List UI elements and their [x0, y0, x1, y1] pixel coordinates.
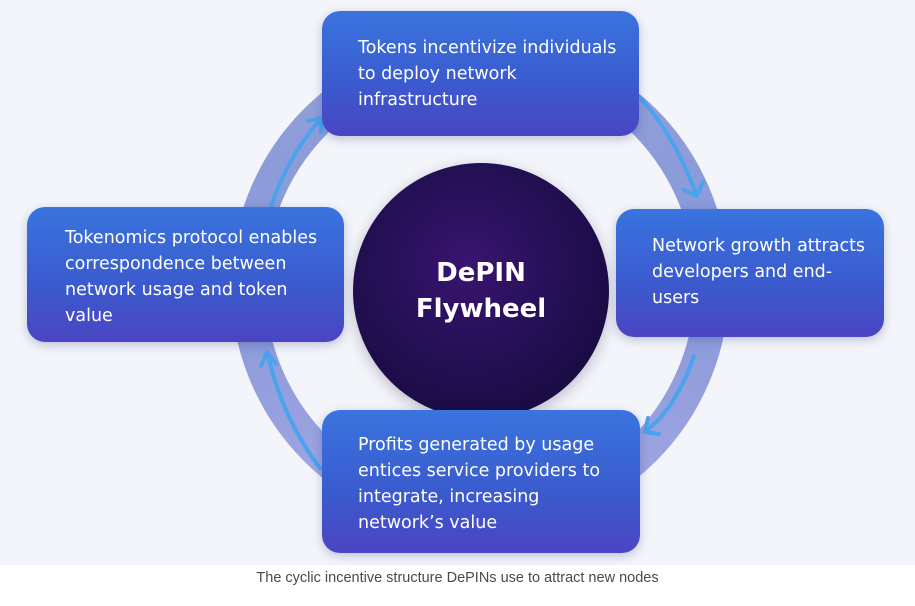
- step-text: Profits generated by usage entices servi…: [358, 435, 601, 533]
- step-text: Network growth attracts developers and e…: [652, 236, 866, 308]
- figure-caption: The cyclic incentive structure DePINs us…: [256, 570, 659, 586]
- step-card-network-growth: Network growth attracts developers and e…: [616, 209, 884, 337]
- flywheel-diagram: DePIN Flywheel Tokens incentivize indivi…: [0, 0, 915, 565]
- arrow-icon-bottom-right: [643, 354, 696, 436]
- step-text: Tokens incentivize individuals to deploy…: [358, 38, 617, 110]
- step-card-tokenomics-protocol: Tokenomics protocol enables corresponden…: [27, 207, 344, 342]
- hub-label: DePIN Flywheel: [415, 258, 547, 324]
- arrow-icon-bottom-left: [259, 350, 322, 470]
- flywheel-hub: DePIN Flywheel: [353, 163, 609, 419]
- step-card-tokens-incentivize: Tokens incentivize individuals to deploy…: [322, 11, 639, 136]
- arrow-icon-top-right: [636, 94, 705, 198]
- step-text: Tokenomics protocol enables corresponden…: [65, 228, 318, 326]
- step-card-profits-generated: Profits generated by usage entices servi…: [322, 410, 640, 553]
